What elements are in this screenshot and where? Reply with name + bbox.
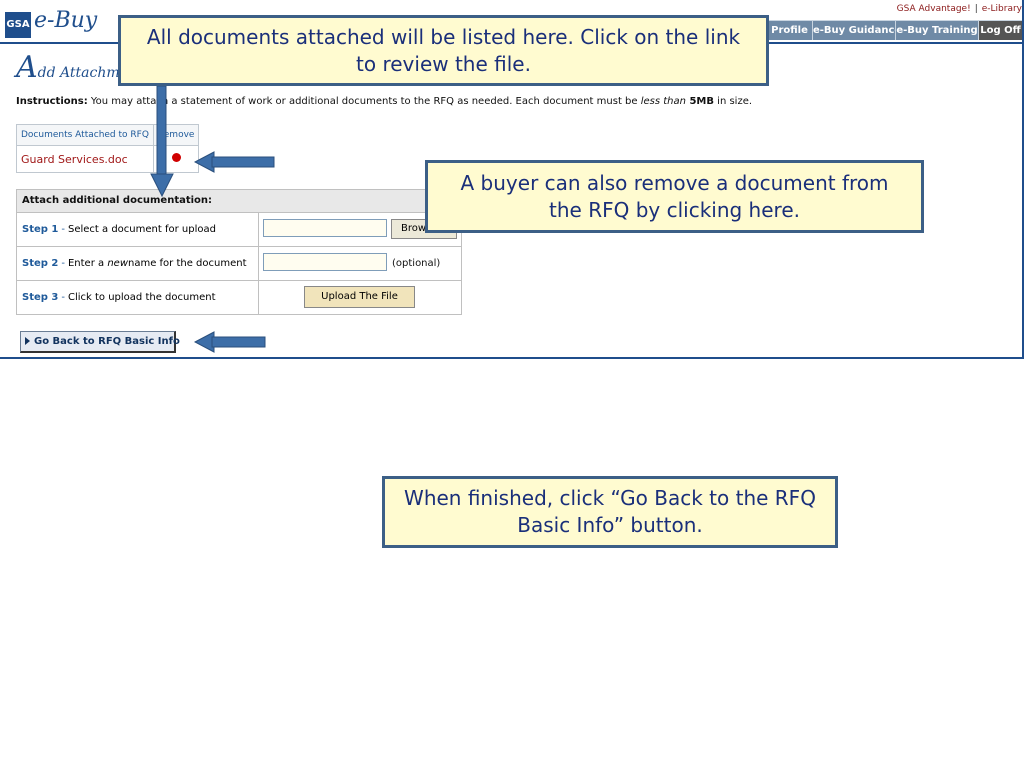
instructions-emphasis: less than <box>640 96 686 107</box>
step-2-dash: - <box>61 258 65 269</box>
step-3-label: Step 3 - Click to upload the document <box>17 281 259 314</box>
page-title-initial: A <box>16 50 38 85</box>
step-1-dash: - <box>61 224 65 235</box>
step-3-number: Step 3 <box>22 292 59 303</box>
tab-ebuy-training[interactable]: e-Buy Training <box>895 20 978 40</box>
instructions-text-end: in size. <box>714 96 753 107</box>
remove-icon[interactable] <box>171 153 181 162</box>
gsa-advantage-link[interactable]: GSA Advantage! <box>896 4 971 14</box>
table-row: Guard Services.doc <box>16 145 200 173</box>
logo-gsa-mark: GSA <box>5 12 31 38</box>
tab-ebuy-guidance[interactable]: e-Buy Guidance <box>812 20 901 40</box>
page-title: Add Attachmen <box>16 50 137 85</box>
tab-log-off[interactable]: Log Off <box>978 20 1022 40</box>
link-separator: | <box>974 4 978 14</box>
document-link[interactable]: Guard Services.doc <box>21 152 128 166</box>
step-2-text-italic: new <box>107 258 128 269</box>
attach-panel-header: Attach additional documentation: <box>17 190 461 213</box>
document-name-input[interactable] <box>263 253 387 271</box>
step-2-label: Step 2 - Enter a new name for the docume… <box>17 247 259 280</box>
step-1-controls: Browse... <box>259 213 461 246</box>
play-triangle-icon <box>25 337 30 345</box>
step-2-row: Step 2 - Enter a new name for the docume… <box>17 247 461 281</box>
step-1-number: Step 1 <box>22 224 59 235</box>
instructions-size: 5MB <box>685 96 714 107</box>
e-library-link[interactable]: e-Library <box>981 4 1022 14</box>
step-3-row: Step 3 - Click to upload the document Up… <box>17 281 461 314</box>
column-header-documents: Documents Attached to RFQ <box>16 124 154 146</box>
step-1-row: Step 1 - Select a document for upload Br… <box>17 213 461 247</box>
step-2-text-end: name for the document <box>128 258 247 269</box>
step-2-text: Enter a <box>67 258 105 269</box>
step-2-number: Step 2 <box>22 258 59 269</box>
step-1-text: Select a document for upload <box>67 224 216 235</box>
step-1-label: Step 1 - Select a document for upload <box>17 213 259 246</box>
go-back-button[interactable]: Go Back to RFQ Basic Info <box>20 331 180 353</box>
optional-label: (optional) <box>392 258 441 269</box>
documents-table: Documents Attached to RFQ Remove Guard S… <box>16 124 200 173</box>
file-path-input[interactable] <box>263 219 387 237</box>
attach-documentation-panel: Attach additional documentation: Step 1 … <box>16 189 462 315</box>
instructions: Instructions: You may attach a statement… <box>16 96 752 107</box>
logo-ebuy-text: e-Buy <box>34 8 98 33</box>
left-arrow-icon <box>194 331 266 353</box>
instructions-label: Instructions: <box>16 96 88 107</box>
tab-profile[interactable]: Profile <box>766 20 812 40</box>
step-3-controls: Upload The File <box>259 281 461 314</box>
callout-documents-list: All documents attached will be listed he… <box>118 15 769 86</box>
page-title-rest: dd Attachmen <box>37 65 137 81</box>
top-links: GSA Advantage!|e-Library <box>897 4 1022 14</box>
upload-file-button[interactable]: Upload The File <box>304 286 415 308</box>
step-2-controls: (optional) <box>259 247 461 280</box>
go-back-label: Go Back to RFQ Basic Info <box>34 336 180 347</box>
step-3-dash: - <box>61 292 65 303</box>
left-arrow-icon <box>194 151 275 173</box>
step-3-text: Click to upload the document <box>67 292 216 303</box>
instructions-text: You may attach a statement of work or ad… <box>87 96 641 107</box>
callout-finished: When finished, click “Go Back to the RFQ… <box>382 476 838 548</box>
callout-remove: A buyer can also remove a document from … <box>425 160 924 233</box>
down-arrow-icon <box>150 86 174 198</box>
